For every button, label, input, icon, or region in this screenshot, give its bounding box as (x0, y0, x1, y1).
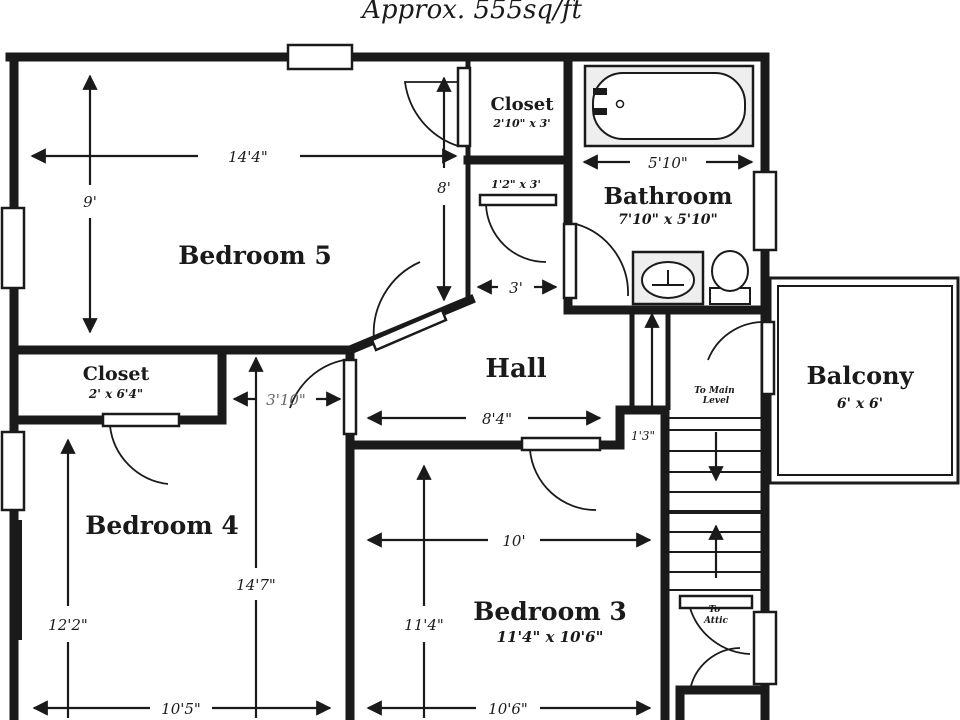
room-label-closet-left: Closet (83, 363, 150, 385)
dim-hall-3-10: 3'10" (266, 391, 306, 409)
plan-title: Approx. 555sq/ft (360, 0, 582, 25)
dim-b5-width: 14'4" (228, 148, 268, 166)
room-label-bedroom3: Bedroom 3 (473, 597, 627, 626)
room-label-closet-top: Closet (490, 94, 554, 115)
to-main-line2: Level (702, 396, 730, 406)
room-size-closet-left: 2' x 6'4" (88, 387, 143, 401)
dim-b4-height-left: 12'2" (48, 616, 88, 634)
dim-b4-width: 10'5" (161, 700, 201, 718)
stairs-label-attic: To Attic (703, 605, 729, 626)
dim-b3-width-top: 10' (502, 532, 525, 550)
room-size-balcony: 6' x 6' (837, 396, 883, 412)
room-label-hall: Hall (485, 354, 546, 384)
dim-b3-height: 11'4" (404, 616, 444, 634)
dim-b3-width-bottom: 10'6" (488, 700, 528, 718)
room-label-balcony: Balcony (807, 361, 915, 390)
to-main-line1: To Main (694, 386, 735, 396)
dim-hall-width: 8'4" (482, 410, 512, 428)
to-attic-line2: Attic (703, 616, 729, 626)
doors (101, 66, 776, 691)
dimension-lines (30, 74, 754, 718)
dim-b4-height-right: 14'7" (236, 576, 276, 594)
windows (0, 43, 778, 686)
stairs-label-main: To Main Level (694, 386, 738, 406)
room-size-closet-top: 2'10" x 3' (492, 117, 550, 130)
dim-stair-gap: 1'3" (631, 429, 655, 443)
dim-hall-3: 3' (509, 279, 523, 297)
dim-b5-closet-side: 8' (437, 179, 451, 197)
bathtub-icon (583, 64, 755, 148)
to-attic-line1: To (709, 605, 721, 615)
dim-b5-height: 9' (83, 193, 97, 211)
dim-bath-tub: 5'10" (648, 154, 688, 172)
room-label-bedroom4: Bedroom 4 (85, 511, 239, 540)
toilet-icon (709, 250, 751, 305)
linen-closet-size: 1'2" x 3' (491, 178, 541, 191)
stairs (644, 312, 762, 591)
room-label-bedroom5: Bedroom 5 (178, 241, 332, 270)
room-size-bathroom: 7'10" x 5'10" (618, 212, 718, 228)
room-size-bedroom3: 11'4" x 10'6" (497, 628, 604, 646)
room-label-bathroom: Bathroom (604, 183, 733, 210)
sink-icon (631, 250, 705, 306)
